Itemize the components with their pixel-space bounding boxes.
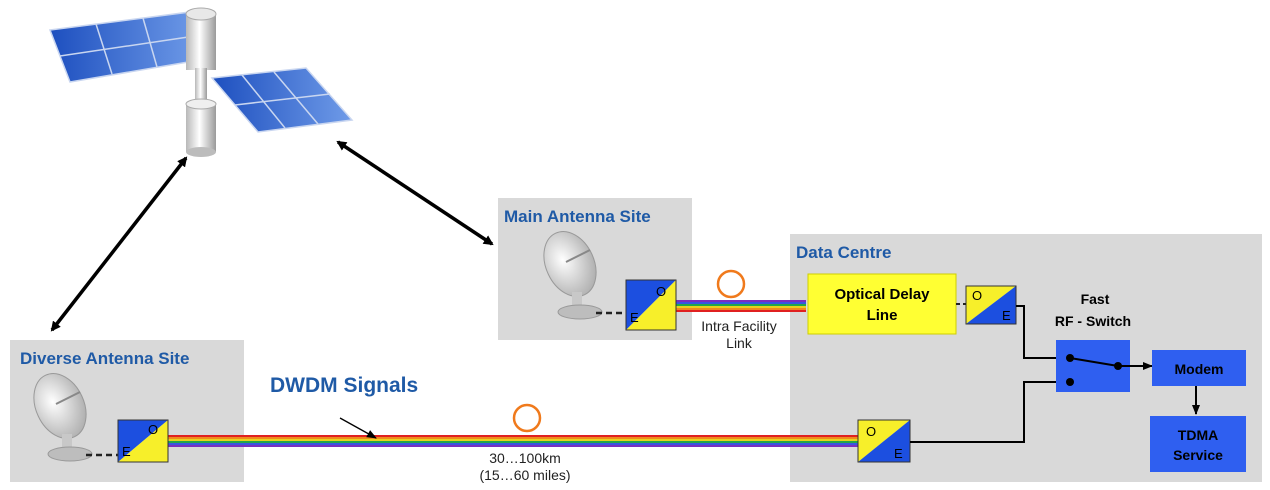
distance-label: 30…100km (15…60 miles) (460, 450, 590, 484)
tdma-service-box (1150, 416, 1246, 472)
intra-facility-fiber (676, 300, 806, 312)
tdma-label-2: Service (1173, 447, 1223, 463)
dwdm-pointer (339, 417, 377, 439)
optical-delay-label-1: Optical Delay (834, 286, 930, 303)
intra-facility-label: Intra Facility Link (684, 318, 794, 352)
modem-box (1152, 350, 1246, 386)
dc-oe-converter-top (965, 285, 1017, 325)
modem-label: Modem (1175, 361, 1224, 377)
switch-label-1: Fast (1081, 291, 1110, 307)
dc-oe-converter-bottom (857, 419, 911, 463)
main-conv-o: O (656, 284, 666, 299)
uplink-arrow-main (336, 140, 494, 246)
dwdm-link-marker (512, 403, 542, 433)
dwdm-fiber (168, 435, 858, 447)
diverse-eo-converter (117, 419, 169, 463)
dc-top-conv-e: E (1002, 308, 1011, 323)
switch-label-2: RF - Switch (1055, 313, 1131, 329)
main-conv-e: E (630, 310, 639, 325)
main-dish-icon (543, 231, 603, 320)
tdma-label-1: TDMA (1178, 427, 1218, 443)
switch-lever (1069, 357, 1119, 367)
uplink-arrow-diverse (50, 156, 188, 332)
distance-km-label: 30…100km (489, 450, 561, 466)
top-converter-to-switch (1016, 305, 1066, 359)
main-eo-converter (625, 279, 677, 331)
dwdm-signals-label: DWDM Signals (270, 374, 419, 397)
intra-link-marker (716, 269, 746, 299)
main-antenna-site-label: Main Antenna Site (504, 207, 651, 226)
dc-bottom-conv-e: E (894, 446, 903, 461)
diverse-conv-o: O (148, 422, 158, 437)
optical-delay-line-box (807, 273, 957, 335)
diverse-dish-icon (33, 373, 93, 462)
diverse-conv-e: E (122, 444, 131, 459)
satellite-icon (48, 7, 354, 157)
distance-miles-label: (15…60 miles) (479, 467, 571, 483)
intra-facility-label-line1: Intra Facility (701, 318, 777, 334)
intra-facility-label-line2: Link (726, 335, 752, 351)
bottom-converter-to-switch (910, 381, 1066, 443)
diverse-antenna-site-label: Diverse Antenna Site (20, 349, 190, 368)
optical-delay-label-2: Line (867, 307, 898, 324)
dc-top-conv-o: O (972, 288, 982, 303)
dc-bottom-conv-o: O (866, 424, 876, 439)
data-centre-label: Data Centre (796, 243, 892, 262)
